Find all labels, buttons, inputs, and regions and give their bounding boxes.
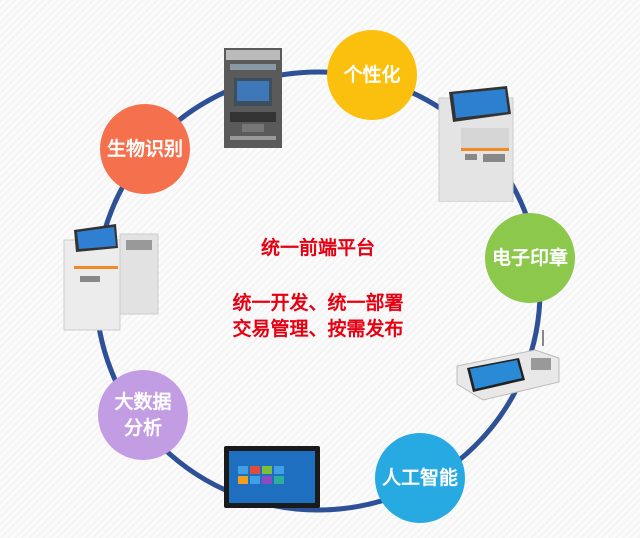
pos-terminal-icon <box>456 330 560 401</box>
tablet-icon <box>224 446 320 508</box>
feature-artificial-intelligence: 人工智能 <box>375 433 465 523</box>
platform-tagline-1: 统一开发、统一部署 <box>232 292 404 314</box>
feature-big-data-line1: 大数据 <box>114 391 172 413</box>
feature-electronic-seal: 电子印章 <box>485 213 575 303</box>
feature-biometrics: 生物识别 <box>100 104 190 194</box>
dual-kiosk-icon <box>63 224 159 331</box>
platform-title: 统一前端平台 <box>260 237 375 259</box>
feature-personalization: 个性化 <box>327 30 417 120</box>
platform-tagline-2: 交易管理、按需发布 <box>232 318 404 340</box>
feature-big-data-line2: 分析 <box>123 417 162 439</box>
feature-big-data-analysis: 大数据 分析 <box>98 370 188 460</box>
self-service-kiosk-icon <box>438 86 514 202</box>
atm-device-icon <box>224 48 282 148</box>
